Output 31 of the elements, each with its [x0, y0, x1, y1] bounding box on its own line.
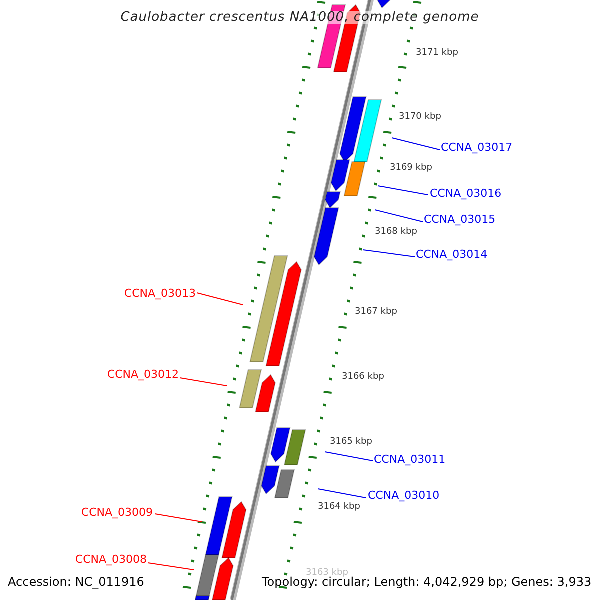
- gene-label: CCNA_03011: [374, 454, 446, 465]
- gene-label: CCNA_03013: [124, 288, 196, 299]
- leader-line: [392, 138, 440, 150]
- tick-label: 3169 kbp: [390, 164, 432, 173]
- leader-line: [318, 488, 366, 498]
- tick-label: 3171 kbp: [416, 49, 458, 58]
- gene-label: CCNA_03009: [81, 507, 153, 518]
- gene-label: CCNA_03014: [416, 249, 488, 260]
- tick-label: 3164 kbp: [318, 503, 360, 512]
- leader-line: [196, 292, 244, 306]
- gene-label: CCNA_03008: [75, 554, 147, 565]
- leader-line: [148, 562, 194, 570]
- leader-line: [324, 452, 374, 462]
- leader-line: [154, 514, 202, 522]
- tick-label: 3163 kbp: [306, 569, 348, 578]
- leader-line: [378, 186, 428, 196]
- tick-label: 3167 kbp: [355, 308, 398, 317]
- footer-text: Topology: circular; Length: 4,042,929 bp; Genes: 3,933: [262, 576, 592, 588]
- gene-label: CCNA_03012: [107, 369, 179, 380]
- gene-label: CCNA_03017: [441, 142, 513, 153]
- leader-line: [362, 250, 416, 258]
- tick-label: 3166 kbp: [342, 373, 384, 382]
- tick-label: 3170 kbp: [399, 113, 442, 122]
- gene-label: CCNA_03016: [430, 188, 502, 199]
- gene-label: CCNA_03015: [424, 214, 496, 225]
- tick-label: 3168 kbp: [375, 228, 418, 237]
- gene-label: CCNA_03010: [368, 490, 440, 501]
- tick-label: 3165 kbp: [330, 438, 372, 447]
- leader-line: [180, 378, 228, 386]
- footer-text: Accession: NC_011916: [8, 576, 144, 588]
- leader-line: [374, 210, 424, 222]
